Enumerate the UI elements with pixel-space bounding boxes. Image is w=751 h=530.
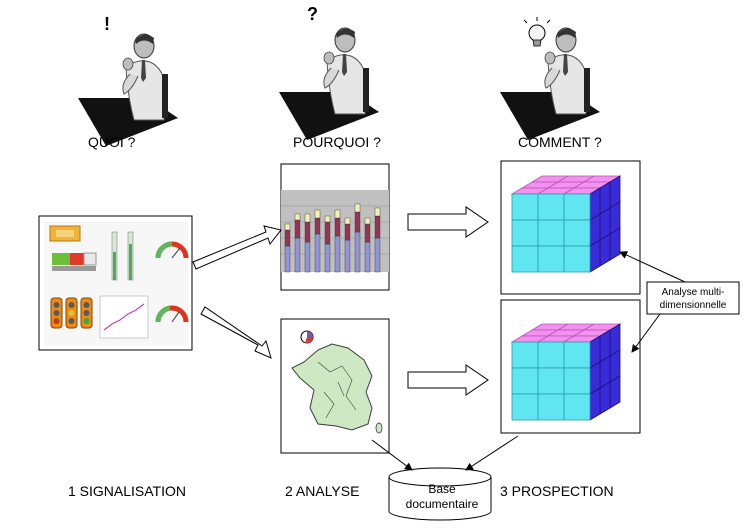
- cube-front-face: [537, 245, 565, 273]
- cube-front-face: [563, 341, 591, 369]
- arrow-map-to-cube: [407, 364, 489, 396]
- question-pourquoi: POURQUOI ?: [293, 134, 381, 150]
- cube-front-face: [563, 367, 591, 395]
- svg-text:documentaire: documentaire: [406, 497, 479, 511]
- cube-side-face: [589, 239, 601, 273]
- analysis-map: [280, 318, 390, 454]
- cube-front-face: [537, 341, 565, 369]
- bar: [334, 209, 341, 273]
- arrow-signal-to-map: [200, 306, 272, 359]
- bar: [344, 217, 351, 273]
- thinking-person-quoi: [77, 33, 179, 147]
- svg-text:Analyse multi-: Analyse multi-: [662, 287, 725, 298]
- bar: [314, 209, 321, 273]
- exclamation-mark: !: [104, 14, 110, 34]
- cube-front-face: [537, 367, 565, 395]
- prospection-cube-bottom: [500, 299, 641, 434]
- stage-label-prospection: 3 PROSPECTION: [500, 483, 614, 499]
- cube-side-face: [609, 227, 621, 261]
- cube-front-face: [537, 393, 565, 421]
- cube-front-face: [511, 367, 539, 395]
- bar: [284, 223, 291, 273]
- cube-side-face: [599, 233, 611, 267]
- cube-front-face: [511, 219, 539, 247]
- svg-text:Base: Base: [428, 482, 456, 496]
- thinking-person-comment: [499, 27, 601, 141]
- cube-front-face: [511, 341, 539, 369]
- cube-front-face: [537, 193, 565, 221]
- bar: [304, 213, 311, 273]
- cube-side-face: [589, 387, 601, 421]
- prospection-cube-top: [500, 160, 641, 295]
- arrow-signal-to-chart: [192, 225, 282, 270]
- cube-front-face: [511, 245, 539, 273]
- question-comment: COMMENT ?: [518, 134, 602, 150]
- question-quoi: QUOI ?: [88, 134, 136, 150]
- bar: [354, 203, 361, 273]
- question-mark: ?: [307, 4, 318, 24]
- bar: [364, 217, 371, 273]
- france-map: [291, 343, 373, 431]
- lightbulb-icon: [523, 17, 551, 47]
- cube-front-face: [563, 219, 591, 247]
- cube-side-face: [599, 381, 611, 415]
- dashboard-panel: [38, 215, 193, 351]
- bar: [374, 207, 381, 273]
- analysis-bar-chart: [280, 163, 390, 291]
- stage-label-analyse: 2 ANALYSE: [285, 483, 359, 499]
- database-base-documentaire: Base documentaire: [371, 435, 519, 521]
- cube-front-face: [563, 393, 591, 421]
- stage-label-signalisation: 1 SIGNALISATION: [68, 483, 186, 499]
- cube-front-face: [511, 393, 539, 421]
- svg-text:dimensionnelle: dimensionnelle: [660, 300, 727, 311]
- cube-side-face: [609, 375, 621, 409]
- bar: [294, 213, 301, 273]
- callout-analyse-multidimensionnelle: Analyse multi- dimensionnelle: [619, 251, 740, 353]
- pie-chart-icon: [300, 330, 314, 344]
- cube-front-face: [511, 193, 539, 221]
- bar-series: [284, 203, 381, 273]
- cube-front-face: [563, 193, 591, 221]
- arrow-chart-to-cube: [407, 206, 489, 238]
- cube-front-face: [563, 245, 591, 273]
- thinking-person-pourquoi: [278, 27, 380, 141]
- bar: [324, 215, 331, 273]
- cube-front-face: [537, 219, 565, 247]
